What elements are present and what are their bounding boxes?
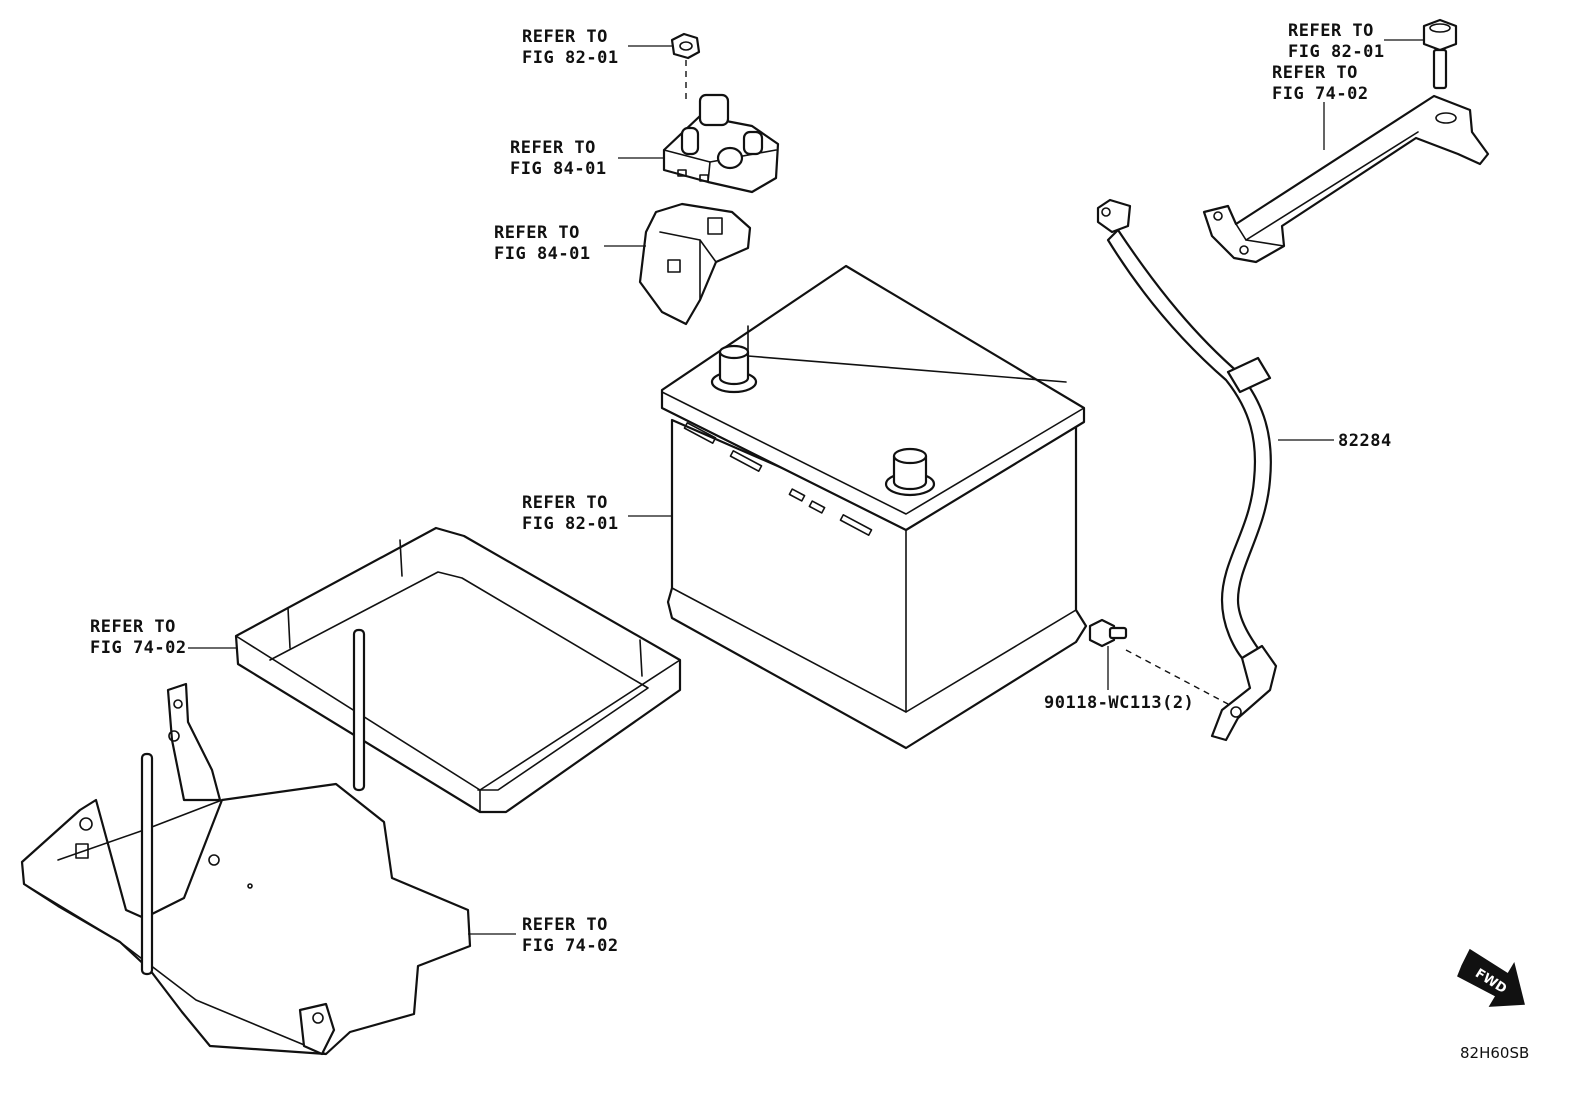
callout-terminal-line2: FIG 84-01 <box>510 159 607 179</box>
callout-battery: REFER TO FIG 82-01 <box>522 493 619 534</box>
fwd-arrow-icon: FWD <box>1457 948 1525 1007</box>
ground-cable-icon <box>1096 198 1278 742</box>
callout-battery-line1: REFER TO <box>522 493 608 513</box>
callout-top-nut-line1: REFER TO <box>522 27 608 47</box>
negative-post-icon <box>710 344 758 394</box>
cable-bolt-icon <box>1088 618 1128 648</box>
callout-clamp-bolt-line2: FIG 82-01 <box>1288 42 1385 62</box>
callout-terminal-cover-line1: REFER TO <box>494 223 580 243</box>
callout-terminal-cover-line2: FIG 84-01 <box>494 244 591 264</box>
callout-tray-line2: FIG 74-02 <box>522 936 619 956</box>
callout-tray: REFER TO FIG 74-02 <box>522 915 619 956</box>
callout-terminal-cover: REFER TO FIG 84-01 <box>494 223 591 264</box>
callout-clamp-bolt: REFER TO FIG 82-01 <box>1288 21 1385 62</box>
battery-icon <box>660 264 1088 750</box>
callout-hold-down-clamp-line2: FIG 74-02 <box>1272 84 1369 104</box>
cable-part-number: 82284 <box>1338 431 1392 451</box>
callout-terminal-line1: REFER TO <box>510 138 596 158</box>
callout-tray-cover-line1: REFER TO <box>90 617 176 637</box>
callout-terminal: REFER TO FIG 84-01 <box>510 138 607 179</box>
clamp-bolt-icon <box>1422 18 1458 90</box>
tray-cover-icon <box>234 526 682 814</box>
callout-top-nut: REFER TO FIG 82-01 <box>522 27 619 68</box>
callout-hold-down-clamp: REFER TO FIG 74-02 <box>1272 63 1369 104</box>
bolt-part-number: 90118-WC113(2) <box>1044 693 1194 713</box>
battery-terminal-icon <box>662 93 780 194</box>
drawing-id: 82H60SB <box>1460 1044 1529 1062</box>
positive-post-icon <box>884 447 936 497</box>
callout-tray-cover: REFER TO FIG 74-02 <box>90 617 187 658</box>
callout-battery-line2: FIG 82-01 <box>522 514 619 534</box>
callout-hold-down-clamp-line1: REFER TO <box>1272 63 1358 83</box>
callout-tray-cover-line2: FIG 74-02 <box>90 638 187 658</box>
callout-clamp-bolt-line1: REFER TO <box>1288 21 1374 41</box>
battery-tray-icon <box>20 628 472 1056</box>
terminal-cover-icon <box>638 202 752 326</box>
hold-down-clamp-icon <box>1202 94 1490 264</box>
callout-top-nut-line2: FIG 82-01 <box>522 48 619 68</box>
callout-tray-line1: REFER TO <box>522 915 608 935</box>
terminal-nut-icon <box>670 32 701 60</box>
